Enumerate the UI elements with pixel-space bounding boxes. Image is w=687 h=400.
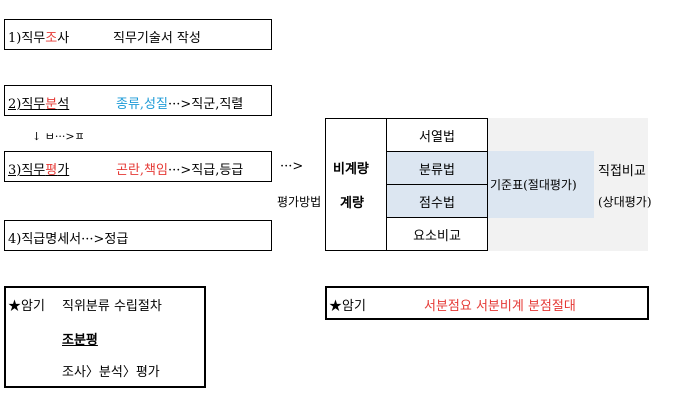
criteria-region [488, 151, 594, 218]
group-cell [325, 118, 387, 251]
step2-result: ···>직군,직렬 [167, 97, 244, 112]
quant-label: 계량 [340, 196, 364, 211]
eval-arrow: ···> [280, 159, 304, 174]
step3-types: 곤란,책임 [116, 163, 168, 178]
method-cell-2: 분류법 [386, 151, 488, 185]
step1-desc: 직무기술서 작성 [113, 31, 201, 46]
memo-left-box [4, 286, 206, 388]
method-label: 분류법 [419, 162, 455, 178]
memo-left-mnemonic: 조분평 [62, 333, 98, 348]
memo-left-sequence: 조사〉분석〉평가 [62, 365, 160, 380]
step2-detail: 종류,성질···>직군,직렬 [116, 93, 243, 112]
relative-label: (상대평가) [598, 195, 652, 209]
memo-right-box [325, 286, 649, 320]
step3-label: 3)직무평가 [8, 159, 69, 178]
step3-detail: 곤란,책임···>직급,등급 [116, 159, 243, 178]
step1-box [4, 19, 272, 50]
step2-prefix: 2)직무 [8, 97, 46, 112]
criteria-label: 기준표(절대평가) [490, 178, 577, 192]
step3-highlight: 평 [45, 163, 58, 178]
method-cell-1: 서열법 [386, 118, 488, 152]
step2-box [4, 85, 272, 116]
method-label: 요소비교 [413, 228, 461, 244]
memo-left-title: 직위분류 수립절차 [62, 299, 162, 314]
eval-method-label: 평가방법 [277, 195, 322, 209]
nonquant-label: 비계량 [333, 162, 369, 177]
memo-right-star: ★암기 [329, 299, 366, 314]
arrow-note: ↓ ㅂ···>ㅍ [32, 130, 85, 143]
memo-left-star: ★암기 [8, 299, 45, 314]
step1-prefix: 1)직무 [8, 31, 46, 46]
step2-label: 2)직무분석 [8, 93, 69, 112]
step1-highlight: 조 [45, 31, 58, 46]
method-label: 서열법 [419, 129, 455, 145]
step2-types: 종류,성질 [116, 97, 168, 112]
step3-prefix: 3)직무 [8, 163, 46, 178]
step1-label: 1)직무조사 [8, 27, 69, 46]
step4-box [4, 220, 272, 251]
step3-suffix: 가 [57, 163, 70, 178]
step4-label: 4)직급명세서···>정급 [8, 232, 129, 247]
method-label: 점수법 [419, 195, 455, 211]
method-cell-4: 요소비교 [386, 217, 488, 251]
step2-highlight: 분 [45, 97, 58, 112]
method-cell-3: 점수법 [386, 184, 488, 218]
step2-suffix: 석 [57, 97, 70, 112]
step3-box [4, 151, 272, 182]
step1-suffix: 사 [57, 31, 70, 46]
step3-result: ···>직급,등급 [167, 163, 244, 178]
memo-right-text: 서분점요 서분비계 분점절대 [424, 299, 576, 314]
direct-label: 직접비교 [598, 164, 646, 179]
